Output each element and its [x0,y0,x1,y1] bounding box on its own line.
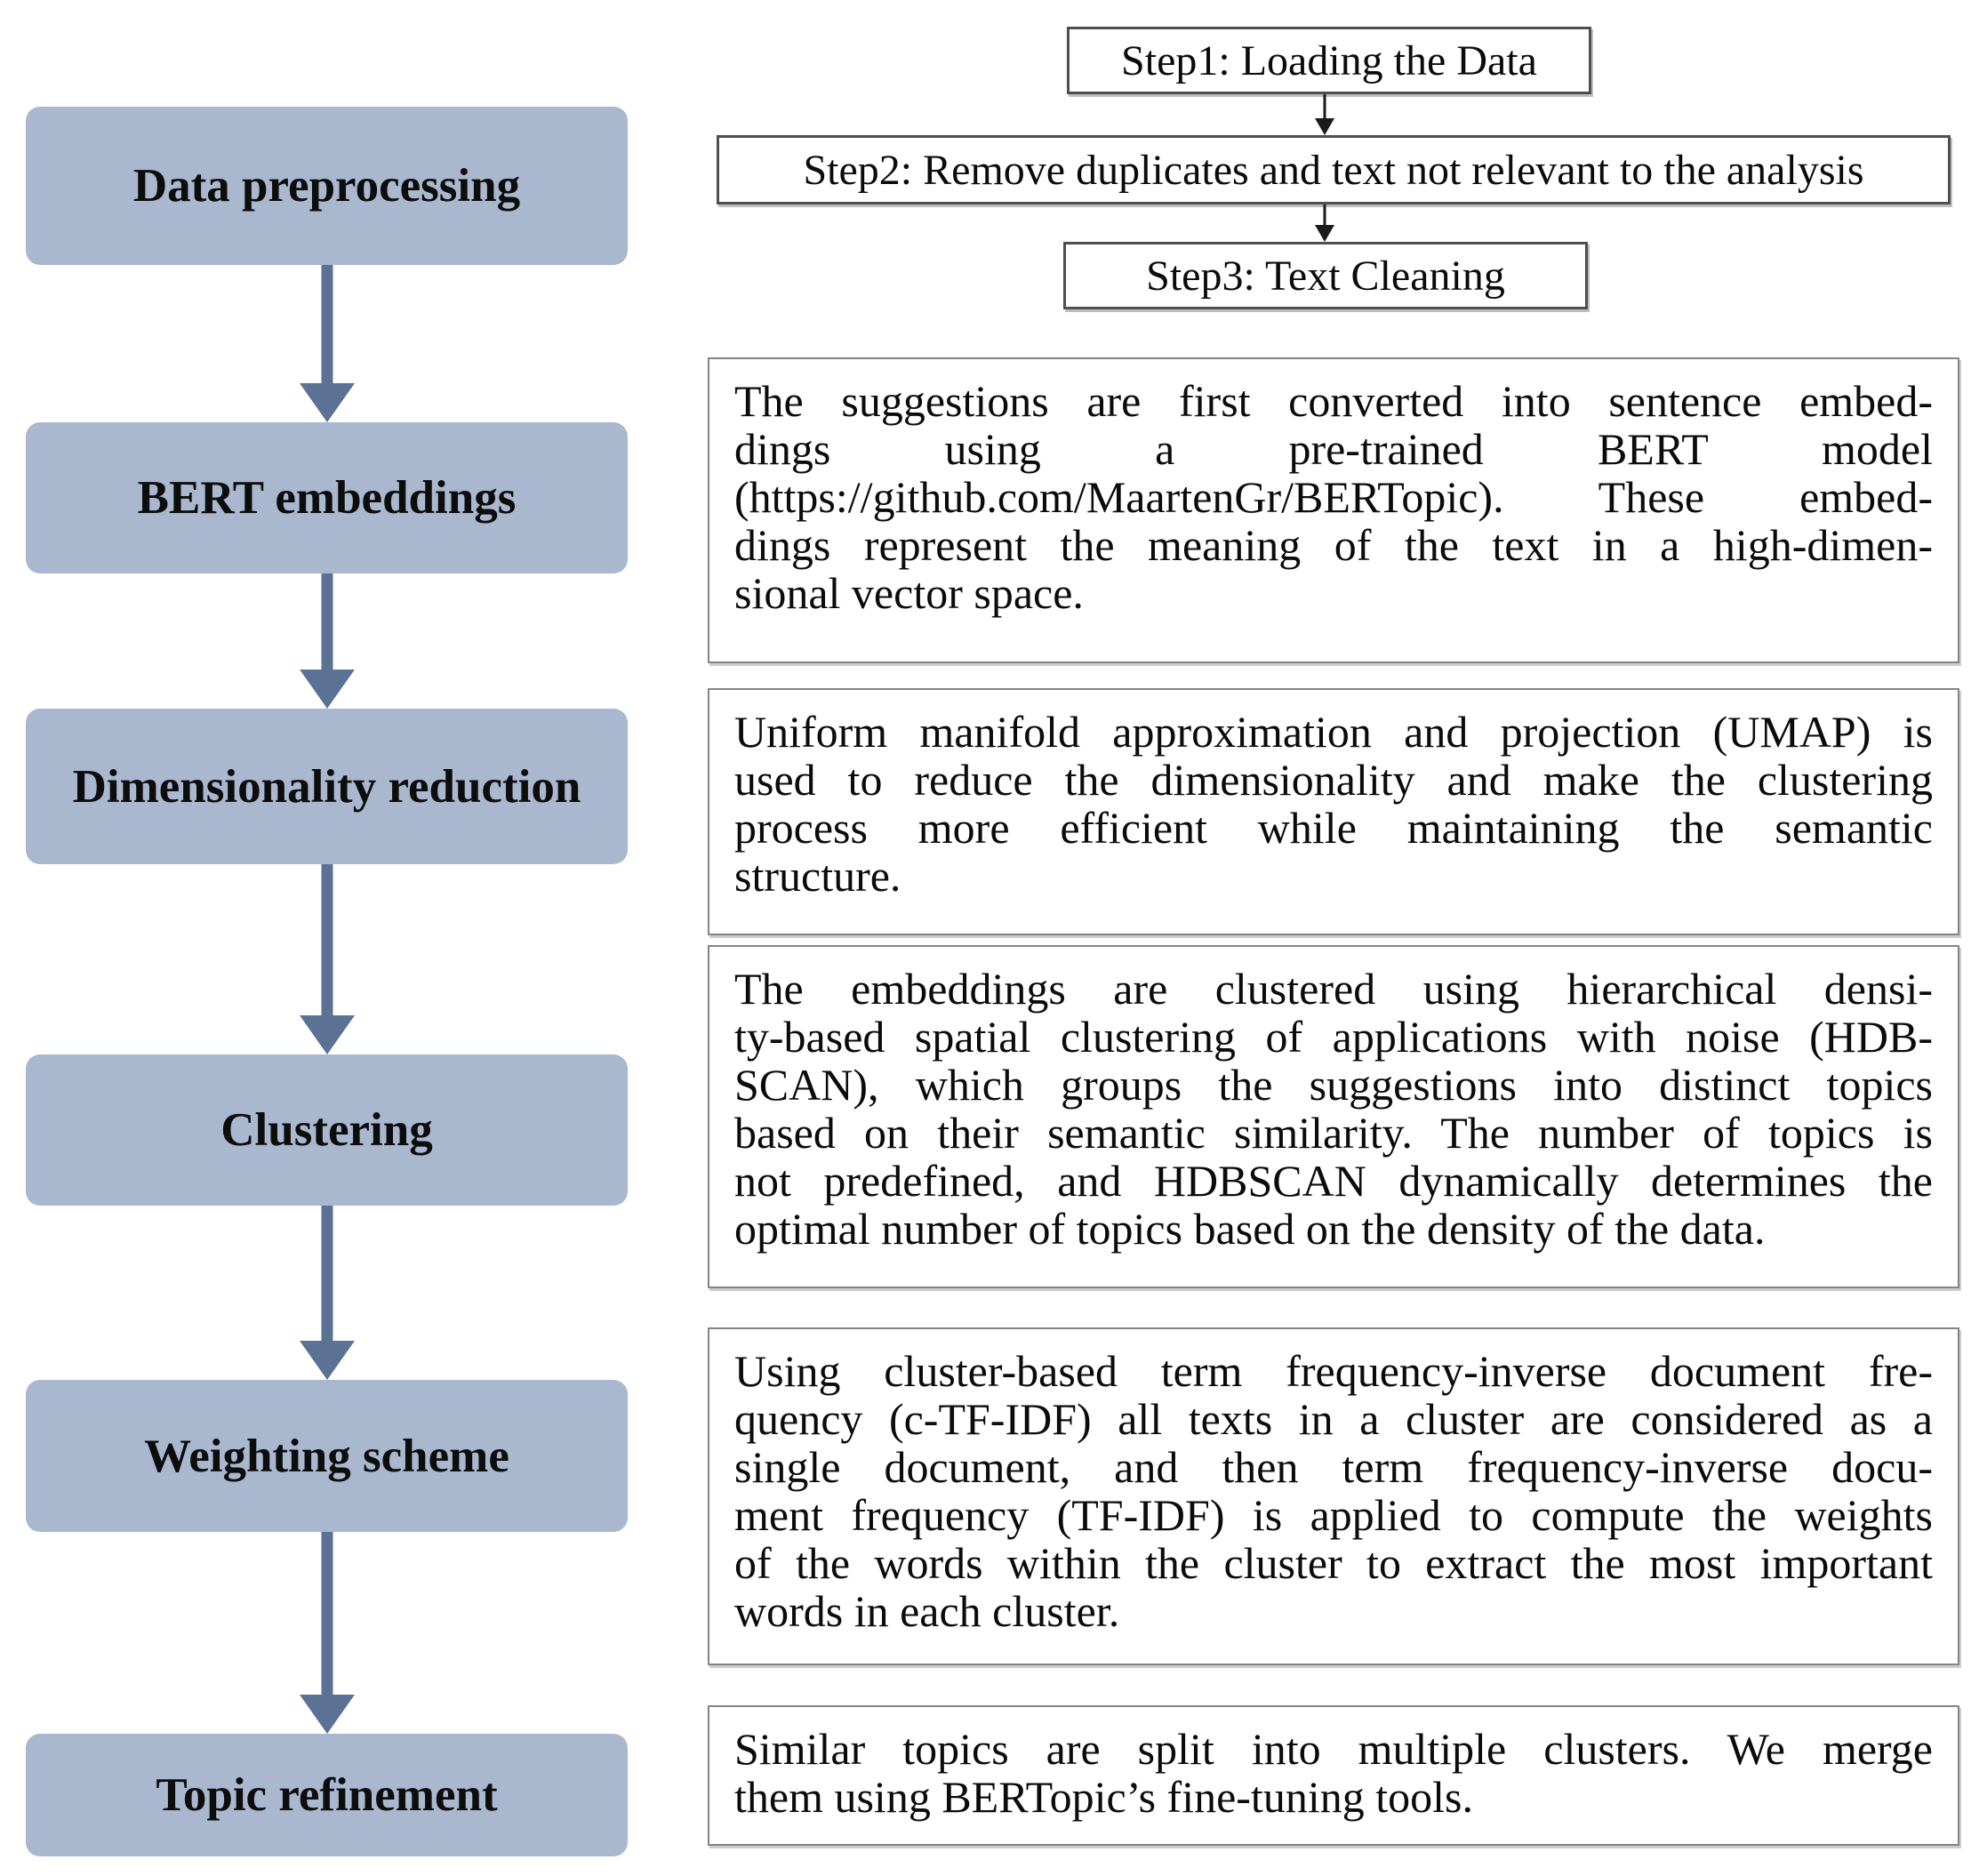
arrow-head [300,1015,355,1054]
description-dimensionality-reduction: Uniform manifold approximation and proje… [708,688,1959,935]
arrow-head [1315,118,1334,135]
step-box-loading-data: Step1: Loading the Data [1067,27,1591,94]
stage-label: BERT embeddings [137,472,517,524]
arrow-head [300,1341,355,1380]
stage-label: Topic refinement [156,1769,498,1821]
arrow-head [300,383,355,422]
stage-label: Weighting scheme [144,1430,509,1482]
arrow-shaft [321,864,333,1019]
step-label: Step2: Remove duplicates and text not re… [803,146,1864,194]
stage-box-data-preprocessing: Data preprocessing [26,107,628,265]
down-arrow-icon [299,864,356,1054]
arrow-head [300,669,355,709]
arrow-shaft [321,265,333,387]
step-box-text-cleaning: Step3: Text Cleaning [1063,242,1588,309]
description-clustering: The embeddings are clustered using hiera… [708,945,1959,1288]
step-label: Step1: Loading the Data [1121,36,1537,84]
arrow-shaft [1323,94,1326,119]
stage-box-topic-refinement: Topic refinement [26,1734,628,1856]
description-topic-refinement: Similar topics are split into multiple c… [708,1705,1959,1846]
stage-box-bert-embeddings: BERT embeddings [26,422,628,573]
stage-label: Clustering [220,1104,433,1156]
arrow-shaft [321,1532,333,1698]
down-arrow-icon [299,265,356,422]
stage-box-clustering: Clustering [26,1054,628,1206]
stage-box-weighting-scheme: Weighting scheme [26,1380,628,1532]
down-arrow-icon [299,573,356,709]
arrow-shaft [1323,204,1326,226]
arrow-shaft [321,573,333,673]
description-bert-embeddings: The suggestions are first converted into… [708,357,1959,663]
down-arrow-icon [1314,94,1335,135]
arrow-head [1315,225,1334,242]
step-box-remove-duplicates: Step2: Remove duplicates and text not re… [717,135,1951,204]
arrow-head [300,1695,355,1734]
down-arrow-icon [1314,204,1335,242]
stage-box-dimensionality-reduction: Dimensionality reduction [26,709,628,864]
down-arrow-icon [299,1532,356,1734]
down-arrow-icon [299,1206,356,1380]
stage-label: Data preprocessing [132,160,521,212]
arrow-shaft [321,1206,333,1344]
step-label: Step3: Text Cleaning [1146,252,1505,300]
description-weighting-scheme: Using cluster-based term frequency-inver… [708,1327,1959,1665]
stage-label: Dimensionality reduction [72,760,581,813]
